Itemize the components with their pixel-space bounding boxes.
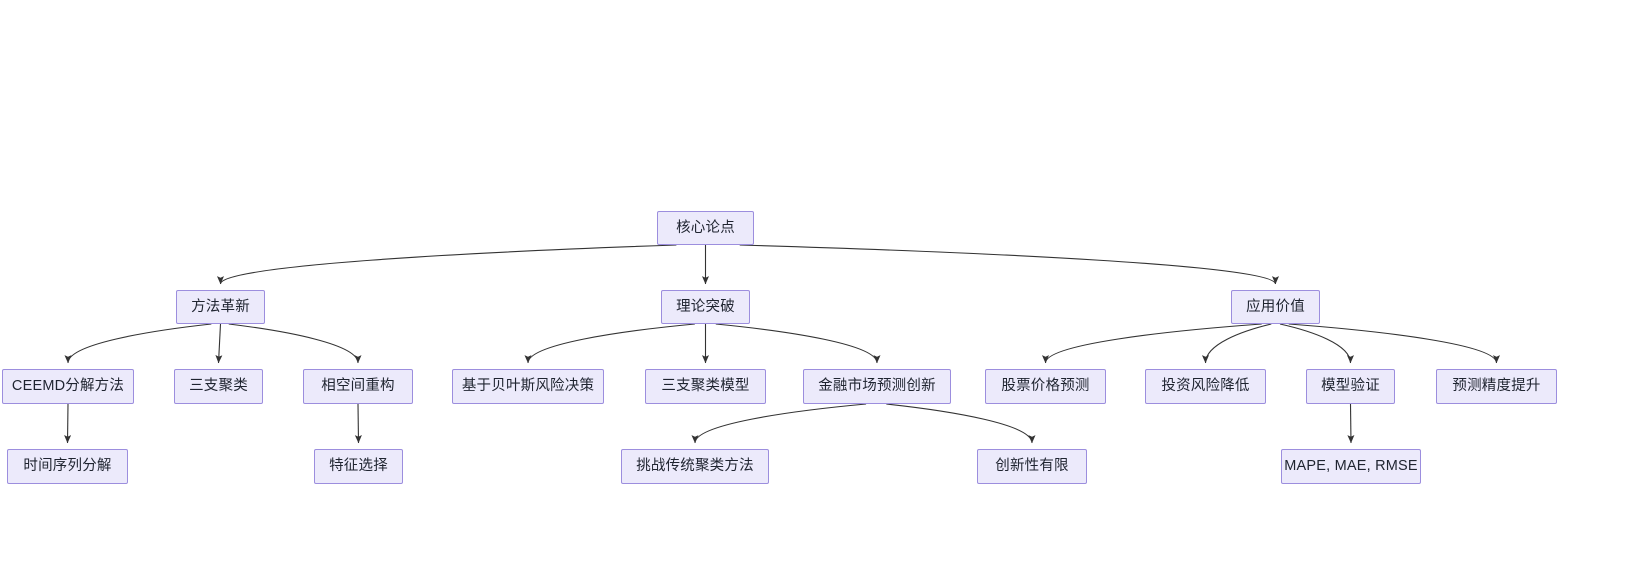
node-d4[interactable]: 创新性有限 bbox=[977, 449, 1087, 484]
node-label: 挑战传统聚类方法 bbox=[636, 458, 754, 475]
node-c8[interactable]: 投资风险降低 bbox=[1145, 369, 1266, 404]
node-label: 时间序列分解 bbox=[23, 458, 112, 475]
node-b2[interactable]: 理论突破 bbox=[661, 290, 750, 324]
node-c7[interactable]: 股票价格预测 bbox=[985, 369, 1106, 404]
node-label: 投资风险降低 bbox=[1161, 378, 1250, 395]
node-c1[interactable]: CEEMD分解方法 bbox=[2, 369, 134, 404]
node-d5[interactable]: MAPE, MAE, RMSE bbox=[1281, 449, 1421, 484]
node-c5[interactable]: 三支聚类模型 bbox=[645, 369, 766, 404]
edge-c6-to-d4 bbox=[886, 403, 1036, 444]
node-d3[interactable]: 挑战传统聚类方法 bbox=[621, 449, 769, 484]
node-label: 创新性有限 bbox=[995, 458, 1069, 475]
node-d1[interactable]: 时间序列分解 bbox=[7, 449, 128, 484]
node-label: MAPE, MAE, RMSE bbox=[1284, 458, 1418, 475]
node-c2[interactable]: 三支聚类 bbox=[174, 369, 263, 404]
edge-b1-to-c3 bbox=[228, 323, 362, 364]
node-label: 特征选择 bbox=[329, 458, 388, 475]
node-label: 方法革新 bbox=[191, 298, 250, 315]
node-label: 股票价格预测 bbox=[1001, 378, 1090, 395]
edge-b1-to-c1 bbox=[64, 323, 212, 364]
node-label: 三支聚类模型 bbox=[661, 378, 750, 395]
edge-b3-to-c10 bbox=[1288, 323, 1500, 364]
node-label: 核心论点 bbox=[676, 219, 735, 236]
node-label: 金融市场预测创新 bbox=[818, 378, 936, 395]
node-b1[interactable]: 方法革新 bbox=[176, 290, 265, 324]
edge-c1-to-d1 bbox=[64, 403, 72, 444]
edge-b3-to-c7 bbox=[1042, 323, 1262, 364]
edge-b1-to-c2 bbox=[215, 323, 223, 364]
edge-root-to-b3 bbox=[739, 244, 1279, 285]
node-label: 三支聚类 bbox=[189, 378, 248, 395]
node-label: 基于贝叶斯风险决策 bbox=[461, 378, 595, 395]
node-label: 模型验证 bbox=[1321, 378, 1380, 395]
edge-b3-to-c9 bbox=[1279, 323, 1355, 364]
node-c10[interactable]: 预测精度提升 bbox=[1436, 369, 1557, 404]
edge-c9-to-d5 bbox=[1347, 403, 1355, 444]
edge-b2-to-c4 bbox=[524, 323, 695, 364]
node-root[interactable]: 核心论点 bbox=[657, 211, 754, 245]
edge-root-to-b1 bbox=[217, 244, 677, 285]
edge-group bbox=[64, 244, 1500, 444]
node-label: 相空间重构 bbox=[321, 378, 395, 395]
node-c6[interactable]: 金融市场预测创新 bbox=[803, 369, 951, 404]
edge-c3-to-d2 bbox=[354, 403, 362, 444]
node-d2[interactable]: 特征选择 bbox=[314, 449, 403, 484]
edge-b2-to-c6 bbox=[715, 323, 881, 364]
node-label: 理论突破 bbox=[676, 298, 735, 315]
node-c9[interactable]: 模型验证 bbox=[1306, 369, 1395, 404]
node-label: CEEMD分解方法 bbox=[11, 378, 125, 395]
node-label: 应用价值 bbox=[1246, 298, 1305, 315]
node-b3[interactable]: 应用价值 bbox=[1231, 290, 1320, 324]
edge-c6-to-d3 bbox=[691, 403, 867, 444]
edge-b3-to-c8 bbox=[1201, 323, 1272, 364]
node-c4[interactable]: 基于贝叶斯风险决策 bbox=[452, 369, 604, 404]
node-c3[interactable]: 相空间重构 bbox=[303, 369, 413, 404]
node-label: 预测精度提升 bbox=[1452, 378, 1541, 395]
